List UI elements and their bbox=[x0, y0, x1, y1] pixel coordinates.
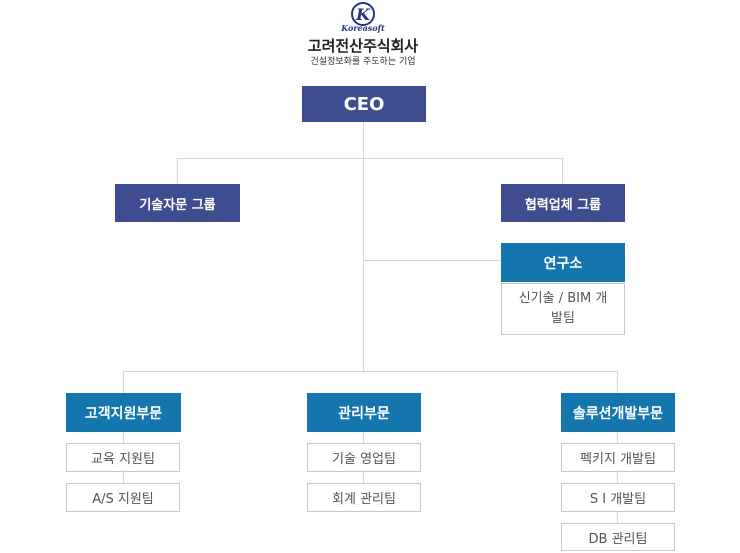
connector-group-right bbox=[562, 158, 563, 184]
team-box: 교육 지원팀 bbox=[66, 443, 180, 472]
team-label: 펙키지 개발팀 bbox=[580, 452, 656, 467]
dept-label: 솔루션개발부문 bbox=[572, 405, 664, 422]
team-label: 회계 관리팀 bbox=[332, 492, 396, 507]
team-label: S I 개발팀 bbox=[589, 492, 647, 507]
lab-title: 연구소 bbox=[543, 255, 583, 272]
ceo-label: CEO bbox=[343, 93, 385, 115]
group-label: 협력업체 그룹 bbox=[524, 197, 602, 213]
team-box: DB 관리팀 bbox=[561, 523, 675, 551]
dept-box-management: 관리부문 bbox=[307, 393, 421, 432]
logo-mark: K bbox=[356, 4, 370, 24]
team-label: DB 관리팀 bbox=[588, 531, 648, 547]
dept-box-solution-dev: 솔루션개발부문 bbox=[561, 393, 675, 432]
dept-label: 관리부문 bbox=[338, 405, 390, 422]
group-label: 기술자문 그룹 bbox=[139, 197, 216, 213]
team-box: S I 개발팀 bbox=[561, 483, 675, 512]
team-label: 교육 지원팀 bbox=[91, 452, 155, 467]
team-label: 기술 영업팀 bbox=[332, 452, 396, 467]
team-box: 회계 관리팀 bbox=[307, 483, 421, 512]
connector-group-left bbox=[177, 158, 178, 184]
lab-team-label: 신기술 / BIM 개발팀 bbox=[518, 291, 608, 326]
team-box: 기술 영업팀 bbox=[307, 443, 421, 472]
connector-lab bbox=[363, 260, 501, 261]
logo-brand: Koreasoft bbox=[341, 23, 385, 33]
koreasoft-logo-icon: K bbox=[351, 2, 375, 26]
connector-teams-3 bbox=[617, 432, 618, 524]
dept-box-customer-support: 고객지원부문 bbox=[66, 393, 181, 432]
team-label: A/S 지원팀 bbox=[92, 492, 154, 507]
team-box: A/S 지원팀 bbox=[66, 483, 180, 512]
connector-depts-h bbox=[123, 371, 618, 372]
connector-dept-1 bbox=[123, 371, 124, 393]
lab-box: 연구소 bbox=[501, 243, 625, 282]
team-box: 펙키지 개발팀 bbox=[561, 443, 675, 472]
connector-groups-h bbox=[177, 158, 563, 159]
group-box-advisory: 기술자문 그룹 bbox=[115, 184, 240, 222]
company-tagline: 건설정보화를 주도하는 기업 bbox=[310, 57, 416, 67]
dept-label: 고객지원부문 bbox=[84, 405, 163, 422]
connector-dept-3 bbox=[617, 371, 618, 393]
lab-team-box: 신기술 / BIM 개발팀 bbox=[501, 283, 625, 335]
ceo-box: CEO bbox=[302, 86, 426, 122]
group-box-partners: 협력업체 그룹 bbox=[501, 184, 625, 222]
connector-ceo-down bbox=[363, 122, 364, 372]
company-name: 고려전산주식회사 bbox=[307, 37, 419, 55]
